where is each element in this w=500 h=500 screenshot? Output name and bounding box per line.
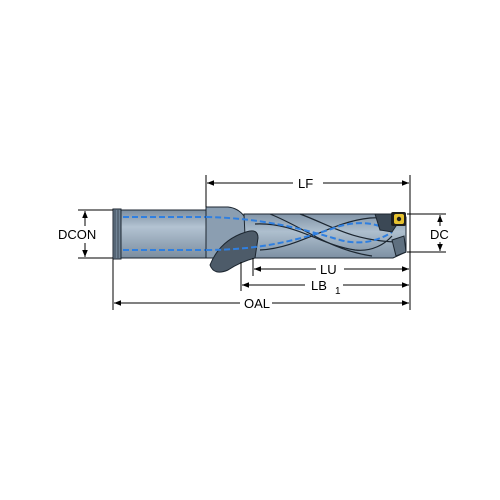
lu-label: LU [320,262,337,277]
drill-tool [112,206,407,273]
dc-label: DC [430,227,449,242]
lb-subscript: 1 [335,286,341,297]
oal-label: OAL [244,296,270,311]
lower-gullet [391,235,407,257]
flute-relief [209,230,259,273]
flute-coolant-lines [205,216,393,251]
shank-end-collar [112,208,122,260]
cutting-insert [391,212,406,226]
coolant-channels [123,216,206,251]
dimension-annotations [78,175,446,310]
lf-label: LF [298,176,313,191]
dcon-label: DCON [58,227,96,242]
lb-label: LB [311,278,327,293]
